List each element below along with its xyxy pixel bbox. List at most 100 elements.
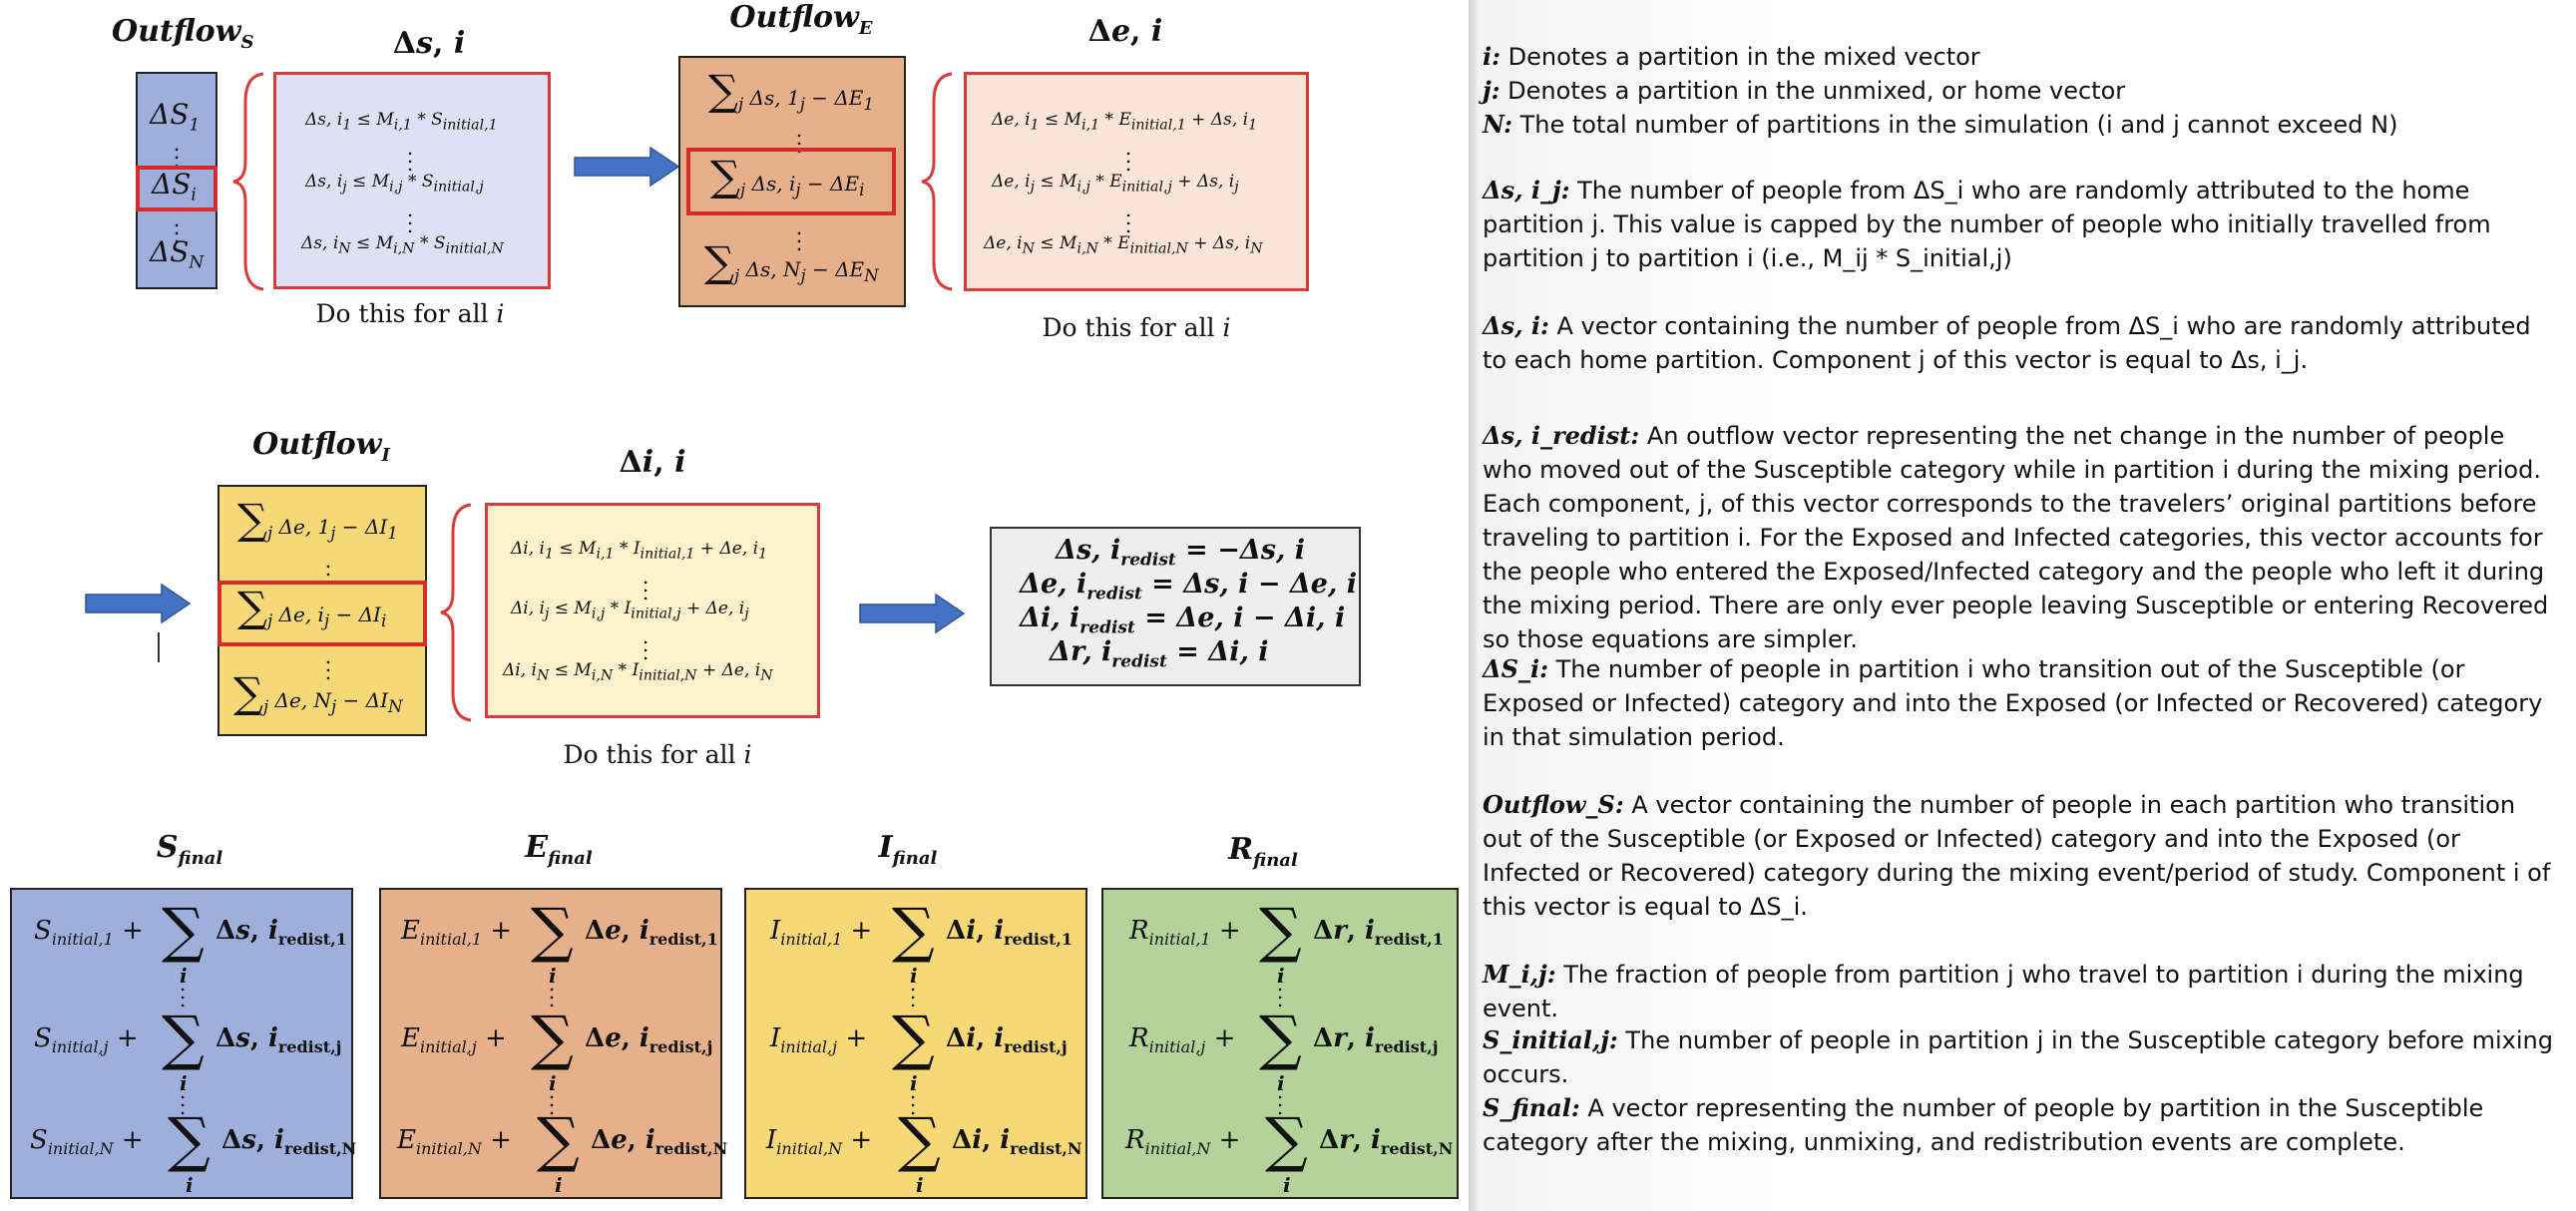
sum-index: i xyxy=(180,1071,188,1095)
outflow-e-vector xyxy=(678,56,906,307)
sum-icon: ∑ xyxy=(537,1105,580,1175)
e-final-box xyxy=(379,888,722,1199)
sum-icon: ∑ xyxy=(892,1004,935,1073)
glossary-item: M_i,j: The fraction of people from parti… xyxy=(1483,958,2560,1025)
outflow-e-highlight xyxy=(686,148,896,215)
redist-line-r: Δr, iredist = Δi, i xyxy=(1050,636,1269,672)
diagram-area: OutflowS ΔS1 . . . ΔSi . . . ΔSN Δs, i Δ… xyxy=(10,0,1459,1199)
vertical-dots: . . . xyxy=(1276,1079,1284,1119)
outflow-e-title: OutflowE xyxy=(729,0,873,39)
glossary-item: Outflow_S: A vector containing the numbe… xyxy=(1483,788,2560,924)
outflow-i-item-n: ∑j Δe, Nj − ΔIN xyxy=(233,668,403,717)
sum-icon: ∑ xyxy=(898,1105,941,1175)
brace-icon xyxy=(921,72,953,291)
vertical-dots: . . . xyxy=(173,207,181,247)
sum-icon: ∑ xyxy=(168,1105,211,1175)
sum-icon: ∑ xyxy=(892,896,935,966)
glossary-term: S_final: xyxy=(1483,1093,1580,1122)
r-final-term-n: Δr, iredist,N xyxy=(1319,1125,1454,1159)
di-i-title: Δi, i xyxy=(619,445,686,480)
sum-index: i xyxy=(549,1071,557,1095)
r-final-term-1: Δr, iredist,1 xyxy=(1313,916,1444,950)
s-final-title: Sfinal xyxy=(156,830,223,869)
glossary-text: Denotes a partition in the unmixed, or h… xyxy=(1500,77,2126,105)
di-i-line-j: Δi, ij ≤ Mi,j * Iinitial,j + Δe, ij xyxy=(511,599,749,622)
glossary-text: An outflow vector representing the net c… xyxy=(1483,422,2549,653)
outflow-s-item-n: ΔSN xyxy=(150,235,205,273)
r-final-row-n: Rinitial,N + xyxy=(1125,1125,1241,1159)
glossary-item: Δs, i: A vector containing the number of… xyxy=(1483,309,2560,377)
sum-icon: ∑ xyxy=(162,1004,205,1073)
de-i-line-n: Δe, iN ≤ Mi,N * Einitial,N + Δs, iN xyxy=(984,233,1263,257)
sum-index: i xyxy=(1277,964,1285,988)
flow-arrow-icon xyxy=(574,146,680,188)
vertical-dots: . . . xyxy=(795,215,803,255)
i-final-title: Ifinal xyxy=(878,830,938,869)
sum-icon: ∑ xyxy=(1265,1105,1308,1175)
vertical-dots: . . . xyxy=(548,1079,556,1119)
flow-arrow-icon xyxy=(859,593,966,634)
outflow-i-item-1: ∑j Δe, 1j − ΔI1 xyxy=(237,495,398,544)
vertical-dots: . . . xyxy=(406,136,414,176)
vertical-dots: . . . xyxy=(642,565,649,605)
vertical-dots: . . . xyxy=(909,1079,917,1119)
di-i-line-n: Δi, iN ≤ Mi,N * Iinitial,N + Δe, iN xyxy=(503,660,773,684)
ds-i-line-j: Δs, ij ≤ Mi,j * Sinitial,j xyxy=(305,172,484,196)
sum-icon: ∑ xyxy=(531,896,574,966)
r-final-title: Rfinal xyxy=(1228,832,1298,871)
de-i-line-1: Δe, i1 ≤ Mi,1 * Einitial,1 + Δs, i1 xyxy=(992,110,1258,134)
outflow-s-item-i: ΔSi xyxy=(152,168,197,205)
redist-line-e: Δe, iredist = Δs, i − Δe, i xyxy=(1020,569,1358,605)
ds-i-line-n: Δs, iN ≤ Mi,N * Sinitial,N xyxy=(301,233,504,257)
glossary-term: Outflow_S: xyxy=(1483,790,1624,819)
s-final-row-1: Sinitial,1 + xyxy=(34,916,144,950)
brace-icon xyxy=(440,503,472,722)
e-final-row-j: Einitial,j + xyxy=(401,1023,507,1057)
di-i-line-1: Δi, i1 ≤ Mi,1 * Iinitial,1 + Δe, i1 xyxy=(511,539,768,563)
s-final-term-j: Δs, iredist,j xyxy=(215,1023,342,1057)
sum-index: i xyxy=(549,964,557,988)
vertical-dots: . . . xyxy=(795,118,803,158)
outflow-e-item-i: ∑j Δs, ij − ΔEi xyxy=(710,152,865,201)
glossary-item: N: The total number of partitions in the… xyxy=(1483,108,2560,142)
sum-index: i xyxy=(180,964,188,988)
outflow-s-item-1: ΔS1 xyxy=(150,98,201,136)
glossary-text: A vector containing the number of people… xyxy=(1483,312,2531,374)
di-i-detail-box xyxy=(485,503,820,718)
glossary-item: ΔS_i: The number of people in partition … xyxy=(1483,652,2560,754)
glossary-term: S_initial,j: xyxy=(1483,1025,1618,1054)
de-i-line-j: Δe, ij ≤ Mi,j * Einitial,j + Δs, ij xyxy=(992,172,1239,196)
glossary-term: Δs, i: xyxy=(1483,311,1549,340)
i-final-term-n: Δi, iredist,N xyxy=(952,1125,1082,1159)
sum-index: i xyxy=(555,1173,563,1197)
r-final-row-1: Rinitial,1 + xyxy=(1129,916,1241,950)
sum-index: i xyxy=(1277,1071,1285,1095)
outflow-s-title: OutflowS xyxy=(112,14,254,53)
r-final-row-j: Rinitial,j + xyxy=(1129,1023,1236,1057)
sum-icon: ∑ xyxy=(1259,896,1302,966)
vertical-dots: . . . xyxy=(173,132,181,172)
outflow-s-highlight xyxy=(136,166,217,211)
outflow-i-item-i: ∑j Δe, ij − ΔIi xyxy=(237,583,387,631)
e-final-term-n: Δe, iredist,N xyxy=(591,1125,728,1159)
glossary-item: j: Denotes a partition in the unmixed, o… xyxy=(1483,74,2560,108)
vertical-dots: . . . xyxy=(909,972,917,1011)
sum-index: i xyxy=(916,1173,924,1197)
vertical-dots: . . . xyxy=(179,1079,187,1119)
sum-icon: ∑ xyxy=(162,896,205,966)
outflow-e-item-n: ∑j Δs, Nj − ΔEN xyxy=(704,237,879,286)
i-final-term-1: Δi, iredist,1 xyxy=(946,916,1073,950)
e-final-row-1: Einitial,1 + xyxy=(401,916,513,950)
sum-index: i xyxy=(910,964,918,988)
vertical-dots: . . . xyxy=(406,198,414,237)
vertical-dots: . . . xyxy=(642,624,649,664)
de-i-detail-box xyxy=(964,72,1309,291)
redist-line-s: Δs, iredist = −Δs, i xyxy=(1056,535,1306,571)
glossary-text: The number of people in partition j in t… xyxy=(1483,1026,2553,1088)
sum-icon: ∑ xyxy=(531,1004,574,1073)
glossary-text: A vector containing the number of people… xyxy=(1483,791,2551,921)
redist-box xyxy=(990,527,1361,686)
e-final-term-j: Δe, iredist,j xyxy=(585,1023,713,1057)
glossary-item: i: Denotes a partition in the mixed vect… xyxy=(1483,40,2560,74)
r-final-term-j: Δr, iredist,j xyxy=(1313,1023,1439,1057)
